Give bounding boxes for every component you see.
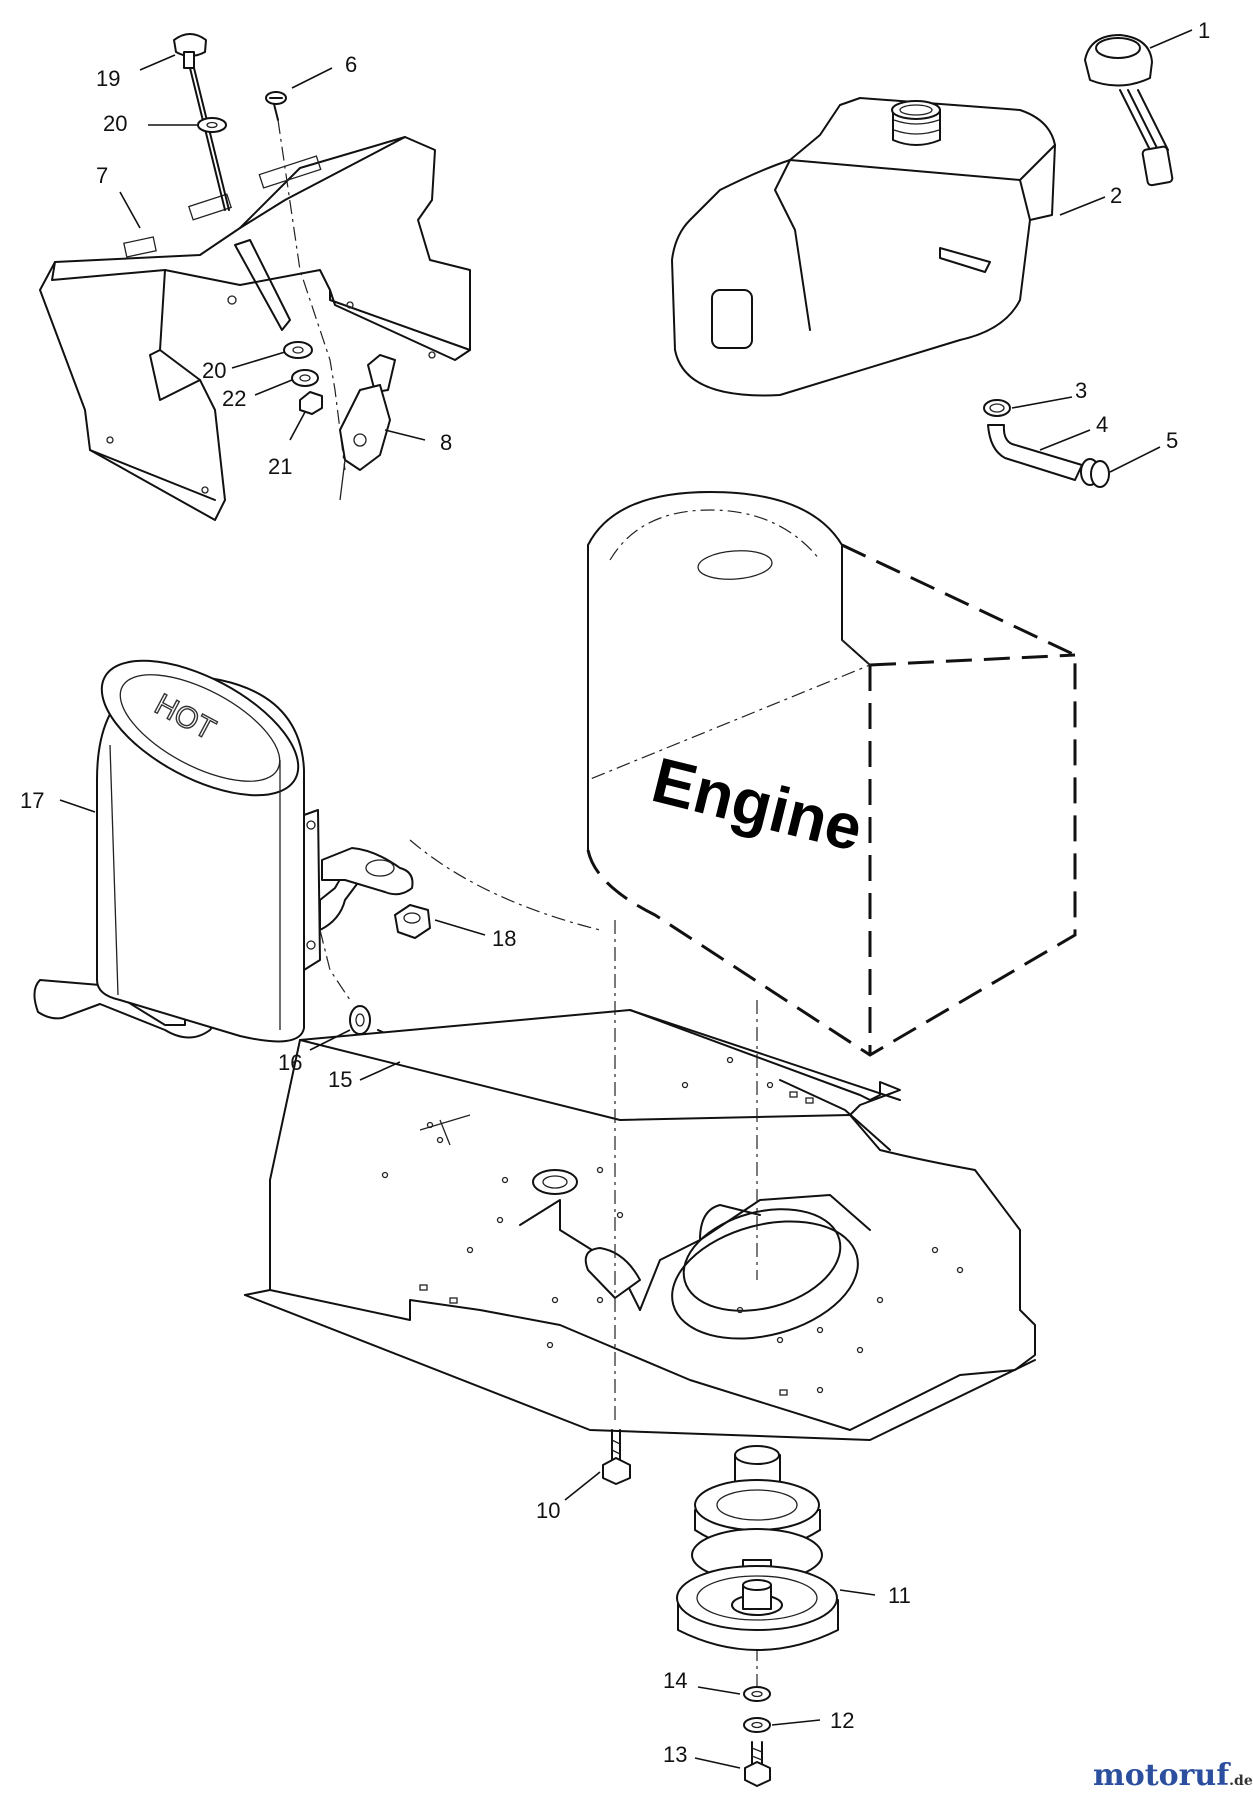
nut-18	[394, 904, 431, 939]
washer-20-top	[197, 117, 227, 133]
callout-16: 16	[278, 1050, 302, 1075]
callout-5: 5	[1166, 428, 1178, 453]
callout-12: 12	[830, 1708, 854, 1733]
callout-numbers: 1 2 3 4 5 6 7 8 10 11 12 13 14 15 16 17 …	[20, 18, 1210, 1767]
callout-13: 13	[663, 1742, 687, 1767]
watermark-logo: motoruf.de	[1093, 1758, 1253, 1793]
leader-lines	[59, 29, 1193, 1769]
nut-21	[299, 391, 323, 415]
engine-outline: Engine	[586, 490, 1077, 1057]
callout-4: 4	[1096, 412, 1108, 437]
choke-knob	[173, 33, 230, 211]
svg-text:motoruf.de: motoruf.de	[1093, 1758, 1253, 1793]
bolt-13	[744, 1741, 771, 1787]
callout-3: 3	[1075, 378, 1087, 403]
callout-20-lower: 20	[202, 358, 226, 383]
callout-10: 10	[536, 1498, 560, 1523]
hose-clamp-5	[1080, 458, 1110, 488]
callout-22: 22	[222, 386, 246, 411]
hose-clamp-3	[983, 399, 1011, 417]
callout-20-top: 20	[103, 111, 127, 136]
callout-17: 17	[20, 788, 44, 813]
muffler: HOT	[33, 659, 414, 1043]
callout-21: 21	[268, 454, 292, 479]
washer-22	[291, 369, 319, 387]
frame-rivets	[381, 1056, 964, 1394]
washer-14	[743, 1686, 771, 1702]
watermark-name: motoruf	[1093, 1758, 1231, 1793]
engine-pulley	[676, 1445, 839, 1651]
fuel-cap	[1084, 34, 1174, 187]
washer-12	[743, 1717, 771, 1733]
fuel-hose	[987, 424, 1083, 481]
dash-panel	[39, 136, 471, 521]
callout-11: 11	[888, 1583, 911, 1608]
callout-14: 14	[663, 1668, 687, 1693]
washer-16	[349, 1005, 371, 1035]
callout-1: 1	[1198, 18, 1210, 43]
bolt-10	[602, 1429, 631, 1485]
callout-18: 18	[492, 926, 516, 951]
callout-19: 19	[96, 66, 120, 91]
washer-20-lower	[283, 341, 313, 359]
callout-8: 8	[440, 430, 452, 455]
callout-15: 15	[328, 1067, 352, 1092]
callout-6: 6	[345, 52, 357, 77]
fuel-tank	[671, 97, 1056, 397]
callout-2: 2	[1110, 183, 1122, 208]
screw-6	[265, 91, 287, 121]
callout-7: 7	[96, 163, 108, 188]
frame	[244, 1009, 1036, 1441]
watermark-tld: .de	[1229, 1773, 1253, 1789]
throttle-control	[339, 354, 396, 501]
